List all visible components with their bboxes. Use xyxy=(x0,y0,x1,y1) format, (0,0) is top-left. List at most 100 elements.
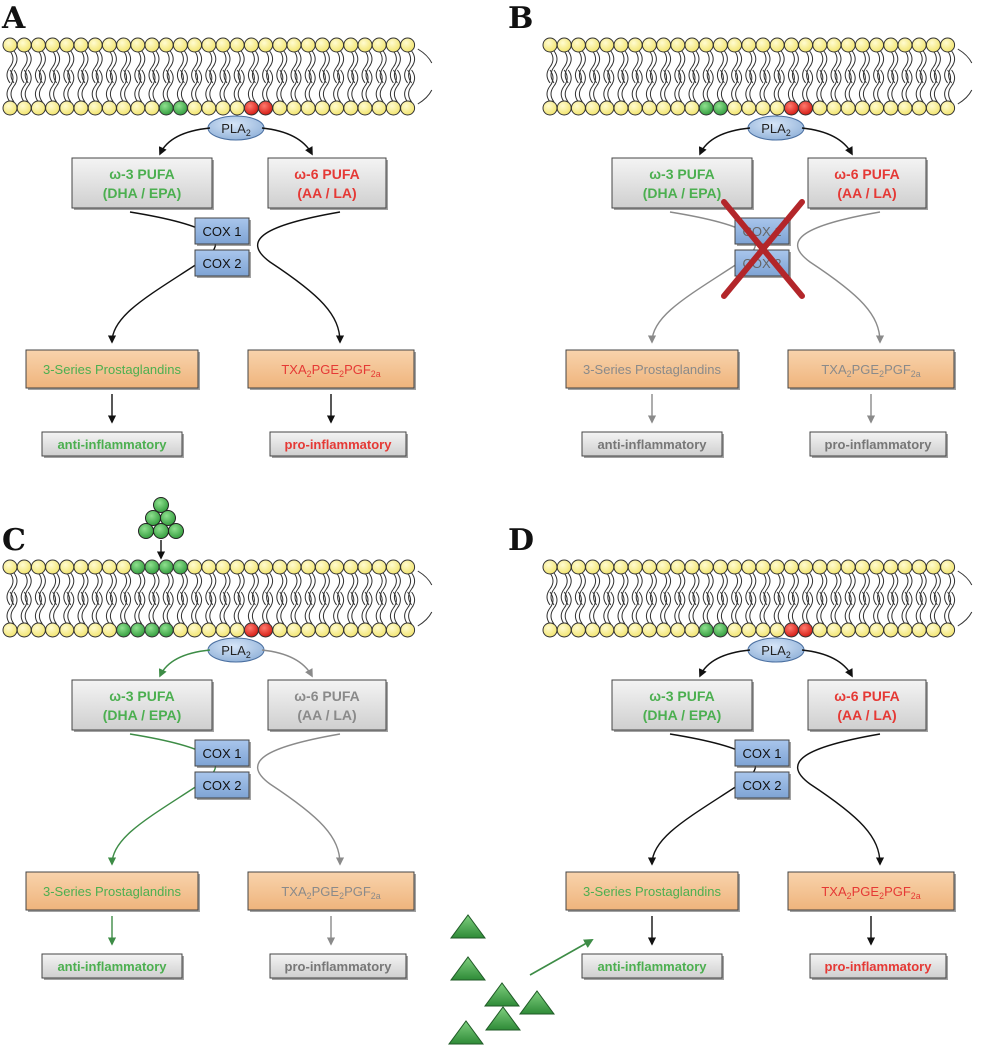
pro-inflammatory-label: pro-inflammatory xyxy=(825,959,933,974)
lipid-head xyxy=(940,37,956,53)
lipid-head xyxy=(812,622,828,638)
lipid-head xyxy=(371,622,387,638)
lipid-head xyxy=(840,37,856,53)
lipid-head xyxy=(698,559,714,575)
lipid-head xyxy=(556,622,572,638)
lipid-head xyxy=(883,622,899,638)
lipid-head xyxy=(215,559,231,575)
lipid-head xyxy=(300,622,316,638)
lipid-head xyxy=(556,100,572,116)
lipid-head xyxy=(45,622,61,638)
lipid-head xyxy=(272,37,288,53)
lipid-head xyxy=(670,622,686,638)
arrow-omega6-to-thromboxanes xyxy=(797,211,885,344)
lipid-head xyxy=(243,622,259,638)
lipid-head xyxy=(798,559,814,575)
lipid-head xyxy=(840,100,856,116)
lipid-head xyxy=(670,37,686,53)
lipid-head xyxy=(783,559,799,575)
lipid-head xyxy=(300,100,316,116)
lipid-head xyxy=(286,622,302,638)
lipid-head xyxy=(144,559,160,575)
prostaglandins-label: 3-Series Prostaglandins xyxy=(583,362,722,377)
lipid-head xyxy=(130,100,146,116)
thromboxane-box: TXA2 PGE2 PGF2a xyxy=(247,349,416,390)
lipid-head xyxy=(357,622,373,638)
omega6-line1: ω-6 PUFA xyxy=(294,166,360,182)
lipid-head xyxy=(684,622,700,638)
lipid-head xyxy=(144,37,160,53)
lipid-head xyxy=(854,622,870,638)
lipid-head xyxy=(727,559,743,575)
thromboxane-label: TXA2 PGE2 PGF2a xyxy=(821,884,920,901)
cox2-label: COX 2 xyxy=(202,256,241,271)
lipid-head xyxy=(542,37,558,53)
lipid-head xyxy=(741,622,757,638)
lipid-head xyxy=(840,622,856,638)
lipid-head xyxy=(286,100,302,116)
lipid-head xyxy=(400,622,416,638)
lipid-head xyxy=(897,559,913,575)
lipid-head xyxy=(769,37,785,53)
lipid-head xyxy=(314,37,330,53)
lipid-head xyxy=(272,622,288,638)
lipid-head xyxy=(158,37,174,53)
lipid-head xyxy=(585,100,601,116)
lipid-head xyxy=(286,37,302,53)
pro-inflammatory-box: pro-inflammatory xyxy=(809,953,948,980)
lipid-head xyxy=(826,559,842,575)
lipid-head xyxy=(116,37,132,53)
prostaglandins-label: 3-Series Prostaglandins xyxy=(43,362,182,377)
lipid-head xyxy=(911,37,927,53)
lipid-head xyxy=(343,100,359,116)
omega6-line2: (AA / LA) xyxy=(837,185,896,201)
lipid-head xyxy=(87,100,103,116)
lipid-head xyxy=(16,37,32,53)
lipid-head xyxy=(869,559,885,575)
red-x-cross-icon xyxy=(721,199,805,299)
lipid-head xyxy=(670,559,686,575)
lipid-head xyxy=(556,559,572,575)
lipid-head xyxy=(300,559,316,575)
lipid-head xyxy=(570,37,586,53)
lipid-head xyxy=(854,559,870,575)
lipid-head xyxy=(16,559,32,575)
lipid-head xyxy=(314,559,330,575)
lipid-head xyxy=(599,100,615,116)
lipid-head xyxy=(172,622,188,638)
omega6-box: ω-6 PUFA(AA / LA) xyxy=(807,679,928,732)
pla2-label: PLA2 xyxy=(761,121,791,138)
lipid-head xyxy=(599,622,615,638)
lipid-head xyxy=(73,37,89,53)
lipid-head xyxy=(87,37,103,53)
lipid-head xyxy=(343,37,359,53)
arrow-omega6-to-thromboxanes xyxy=(257,733,345,866)
lipid-head xyxy=(258,622,274,638)
lipid-head xyxy=(229,37,245,53)
lipid-heads xyxy=(542,37,956,116)
prostaglandins-box: 3-Series Prostaglandins xyxy=(565,871,740,912)
omega3-line1: ω-3 PUFA xyxy=(109,688,175,704)
lipid-head xyxy=(385,622,401,638)
lipid-heads xyxy=(2,37,416,116)
pla2-ellipse-icon: PLA2 xyxy=(747,637,805,663)
pro-inflammatory-label: pro-inflammatory xyxy=(285,437,393,452)
omega6-line2: (AA / LA) xyxy=(297,185,356,201)
green-molecule xyxy=(138,523,154,539)
lipid-head xyxy=(371,100,387,116)
lipid-head xyxy=(585,559,601,575)
lipid-head xyxy=(144,622,160,638)
lipid-head xyxy=(712,622,728,638)
lipid-head xyxy=(940,559,956,575)
omega6-line2: (AA / LA) xyxy=(297,707,356,723)
arrow-pla2-to-omega6 xyxy=(261,649,313,678)
lipid-head xyxy=(45,100,61,116)
lipid-head xyxy=(243,37,259,53)
lipid-head xyxy=(883,37,899,53)
lipid-head xyxy=(869,37,885,53)
pro-inflammatory-box: pro-inflammatory xyxy=(269,431,408,458)
lipid-head xyxy=(911,622,927,638)
